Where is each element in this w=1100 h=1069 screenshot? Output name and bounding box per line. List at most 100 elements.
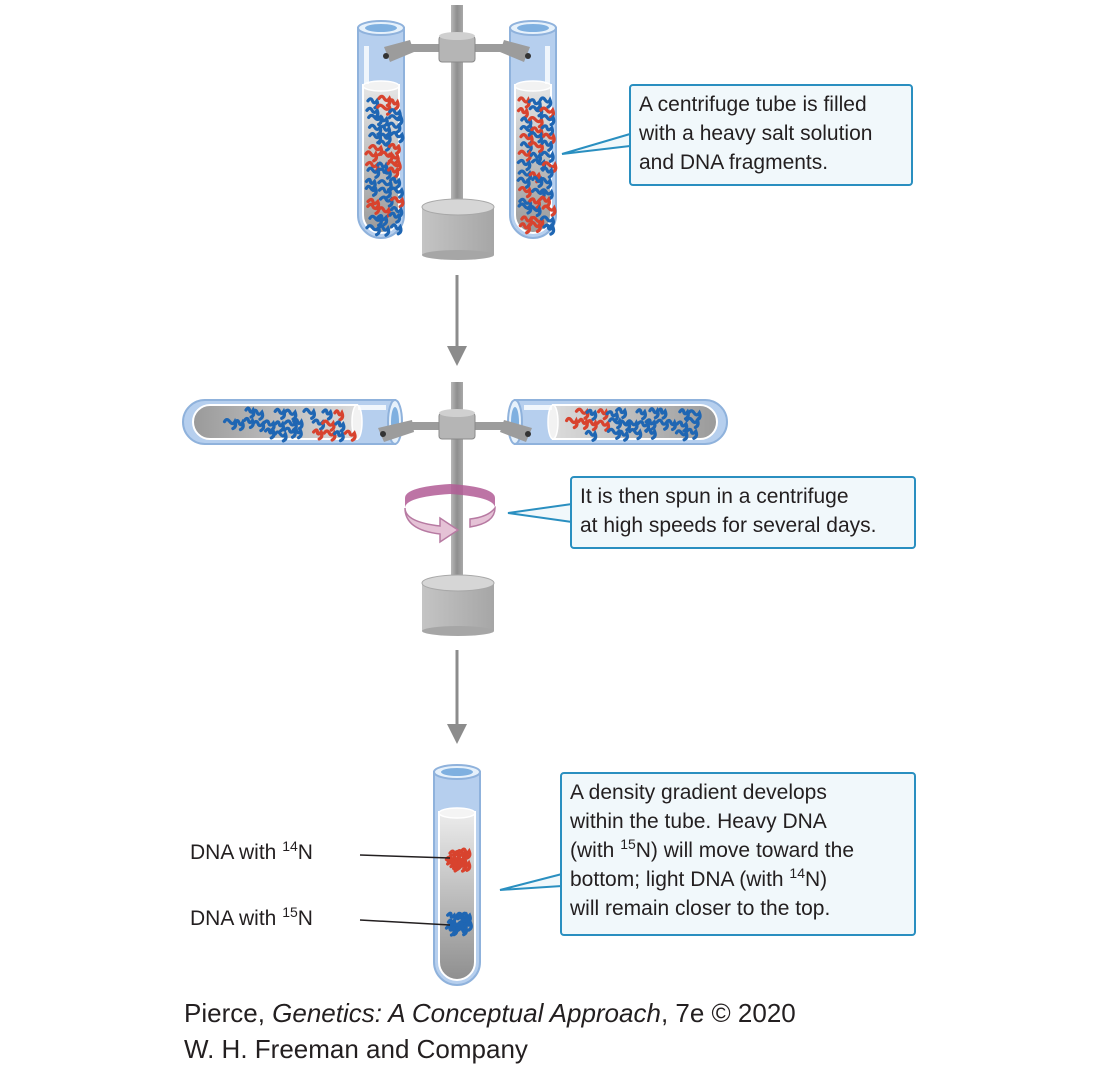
dna-fragment [291, 427, 303, 440]
dna-fragment [635, 408, 647, 421]
dna-fragment [274, 420, 285, 433]
dna-fragments-right [516, 96, 558, 236]
dna-fragment [644, 427, 657, 440]
dna-fragment [364, 150, 379, 163]
dna-fragment [322, 429, 337, 442]
callout-step-2-line: at high speeds for several days. [580, 514, 877, 537]
tube-holder-right [500, 40, 530, 62]
dna-fragment [518, 222, 531, 235]
dna-fragments-horizontal-left [222, 406, 357, 443]
label-14n-leader [359, 854, 451, 859]
dna-fragment [387, 98, 400, 111]
dna-fragment [311, 418, 325, 431]
centrifuge-tube-horizontal-right [507, 399, 728, 445]
dna-fragment [644, 418, 657, 431]
dna-fragment [376, 224, 391, 237]
dna-fragment [539, 188, 554, 201]
dna-fragment [378, 124, 392, 137]
text-fragment: N [297, 841, 313, 864]
dna-fragment [302, 407, 316, 420]
credit-edition: , 7e © 2020 [660, 998, 796, 1028]
dna-fragment [596, 408, 609, 421]
dna-fragment [283, 408, 298, 421]
dna-fragment [333, 409, 345, 422]
dna-fragment [377, 186, 392, 199]
dna-fragment [365, 224, 381, 237]
dna-fragment [574, 407, 590, 420]
down-arrow-icon [447, 650, 467, 744]
dna-fragment [516, 107, 529, 120]
dna-fragment [516, 158, 532, 172]
dna-fragment [520, 116, 533, 129]
dna-fragment [389, 223, 403, 236]
dna-fragment [376, 161, 389, 174]
dna-fragment [531, 175, 544, 189]
dna-fragment [444, 924, 456, 937]
callout-3-pointer [499, 873, 563, 891]
dna-fragment [365, 106, 380, 119]
dna-fragment [538, 195, 551, 208]
dna-fragment [386, 160, 402, 173]
callout-step-3: A density gradient develops within the t… [560, 772, 916, 936]
dna-fragment [527, 98, 542, 111]
dna-fragment [263, 427, 276, 440]
callout-step-2-line: It is then spun in a centrifuge [580, 485, 849, 508]
dna-fragment [343, 429, 357, 442]
dna-fragment [605, 410, 619, 423]
dna-fragment [386, 152, 400, 165]
callout-1-pointer [561, 133, 631, 155]
dna-fragment [368, 214, 383, 227]
dna-fragment [273, 430, 288, 443]
dna-fragment [377, 179, 393, 192]
callout-step-1-line: A centrifuge tube is filled [639, 93, 867, 116]
dna-fragment [648, 406, 660, 420]
dna-fragment [376, 115, 389, 128]
dna-fragment [516, 176, 531, 189]
dna-fragment [541, 166, 554, 179]
dna-fragment [321, 408, 333, 421]
dna-fragment [378, 132, 392, 145]
dna-fragment [542, 132, 556, 145]
credit-line-2: W. H. Freeman and Company [184, 1034, 528, 1065]
dna-fragment [565, 416, 579, 430]
dna-fragment [678, 408, 690, 421]
dna-fragment [528, 197, 541, 210]
text-fragment: bottom; light DNA (with [570, 868, 790, 891]
dna-fragment [685, 416, 700, 430]
dna-fragment [517, 202, 533, 215]
dna-fragment [665, 418, 677, 432]
centrifuge-tube-right [509, 20, 558, 239]
label-dna-14n: DNA with 14N [190, 839, 313, 865]
dna-fragment [222, 417, 238, 431]
dna-fragment [541, 160, 558, 174]
label-15n-leader [359, 919, 451, 926]
rotor-arm-left [410, 44, 442, 52]
dna-fragment [656, 407, 668, 420]
dna-fragment [542, 223, 556, 236]
dna-band-15n [444, 911, 473, 937]
dna-fragment [539, 106, 555, 119]
dna-fragment [617, 419, 632, 432]
dna-fragment [333, 430, 345, 443]
callout-step-3-line: A density gradient develops [570, 781, 827, 804]
dna-fragment [456, 921, 468, 934]
text-fragment: N [297, 907, 313, 930]
dna-fragment [334, 420, 346, 433]
text-fragment: N) [805, 868, 828, 891]
dna-fragment [539, 114, 556, 127]
dna-fragment [675, 420, 689, 433]
centrifuge-tube-left [357, 20, 405, 239]
dna-fragment [378, 195, 394, 208]
dna-fragment [446, 911, 457, 924]
dna-fragment [364, 184, 378, 197]
credit-author: Pierce, [184, 998, 273, 1028]
dna-fragment [528, 105, 544, 118]
dna-fragment [321, 419, 336, 432]
dna-fragment [586, 418, 598, 432]
dna-fragment [539, 215, 555, 228]
dna-fragment [615, 407, 628, 420]
dna-fragment [388, 186, 404, 199]
dna-fragment [376, 167, 392, 180]
dna-fragment [584, 429, 598, 442]
